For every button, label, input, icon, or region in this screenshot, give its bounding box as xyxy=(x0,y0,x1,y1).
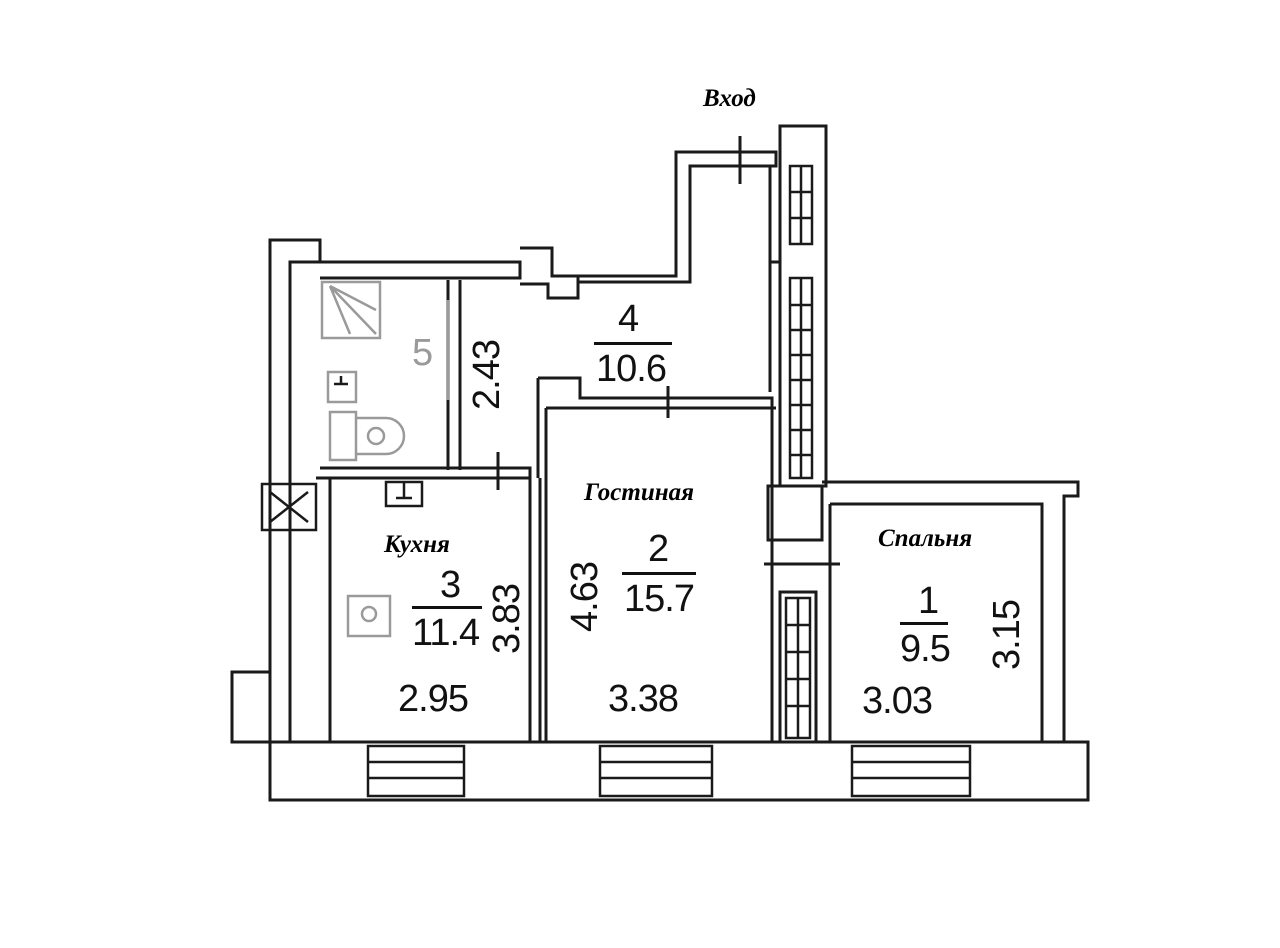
vent-left xyxy=(260,482,318,532)
room-name-living: Гостиная xyxy=(584,479,695,506)
dim-living-length: 4.63 xyxy=(564,562,606,632)
wall-left-ledge xyxy=(230,670,272,744)
wall-bathroom-bottom xyxy=(320,466,532,480)
dim-kitchen-length: 3.83 xyxy=(486,584,528,654)
stove-fixture xyxy=(346,594,392,638)
dim-living-width: 3.38 xyxy=(608,678,679,720)
entrance-label: Вход xyxy=(703,85,756,112)
room-number-bath: 5 xyxy=(412,332,433,374)
wall-living-inner xyxy=(544,406,776,742)
room-area-hall: 10.6 xyxy=(596,348,667,390)
wall-living-top xyxy=(536,376,774,742)
fraction-line-living xyxy=(622,572,696,575)
room-number-living: 2 xyxy=(648,528,669,570)
dim-kitchen-width: 2.95 xyxy=(398,678,469,720)
dim-bath-length: 2.43 xyxy=(466,340,508,410)
room-area-kitchen: 11.4 xyxy=(412,612,480,654)
room-area-living: 15.7 xyxy=(624,578,695,620)
wall-bathroom-right xyxy=(446,280,462,470)
wall-hall-right xyxy=(768,166,780,392)
dim-bedroom-width: 3.03 xyxy=(862,680,933,722)
outer-wall-left xyxy=(268,238,322,744)
room-number-hall: 4 xyxy=(618,298,639,340)
room-name-kitchen: Кухня xyxy=(384,531,450,558)
fraction-line-kitchen xyxy=(412,606,482,609)
bath-sink-icon-detail xyxy=(334,376,348,386)
wall-notch xyxy=(520,246,580,300)
fraction-line-bedroom xyxy=(900,622,948,625)
window-bedroom xyxy=(850,744,972,798)
window-living xyxy=(598,744,714,798)
wall-right-column xyxy=(778,124,828,488)
shower-fixture xyxy=(320,280,382,340)
wall-top-hall xyxy=(552,150,778,284)
fraction-line-hall xyxy=(594,342,672,345)
room-area-bedroom: 9.5 xyxy=(900,628,951,670)
toilet-fixture xyxy=(328,410,406,462)
room-number-kitchen: 3 xyxy=(440,564,461,606)
wall-bedroom xyxy=(822,480,1080,742)
wall-pier xyxy=(766,484,824,542)
wall-right-column-lower xyxy=(778,590,818,744)
room-number-bedroom: 1 xyxy=(918,580,939,622)
dim-bedroom-length: 3.15 xyxy=(986,600,1028,670)
wall-top-bathroom xyxy=(320,260,522,280)
window-kitchen xyxy=(366,744,466,798)
outer-wall-bottom xyxy=(268,740,1090,802)
room-name-bedroom: Спальня xyxy=(878,525,973,552)
wall-kitchen xyxy=(316,476,542,742)
sink-bath-fixture xyxy=(326,370,358,404)
